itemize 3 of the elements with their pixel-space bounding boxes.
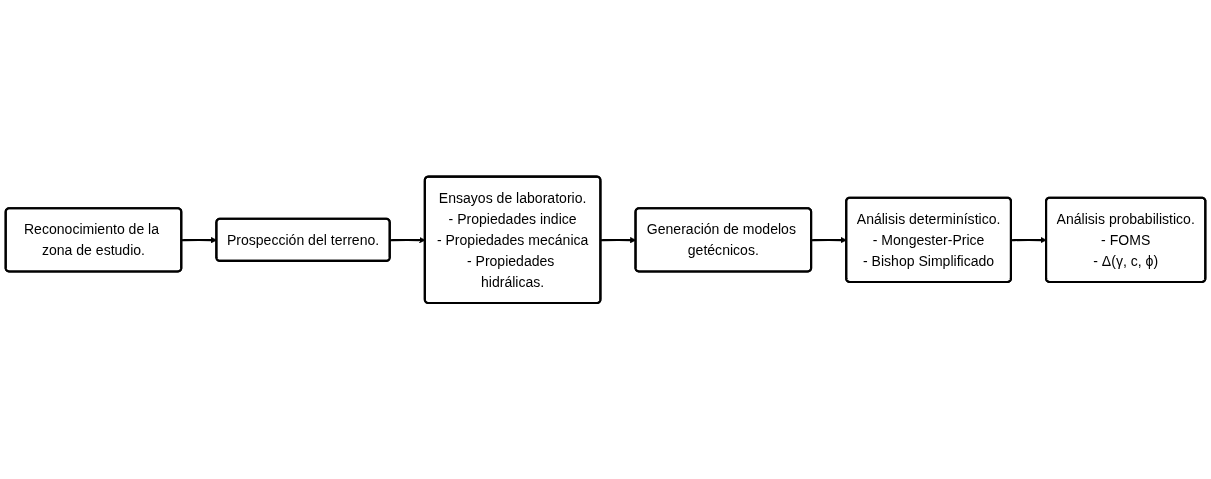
arrow [811, 236, 847, 243]
arrow [1011, 236, 1047, 243]
arrow [181, 236, 217, 243]
